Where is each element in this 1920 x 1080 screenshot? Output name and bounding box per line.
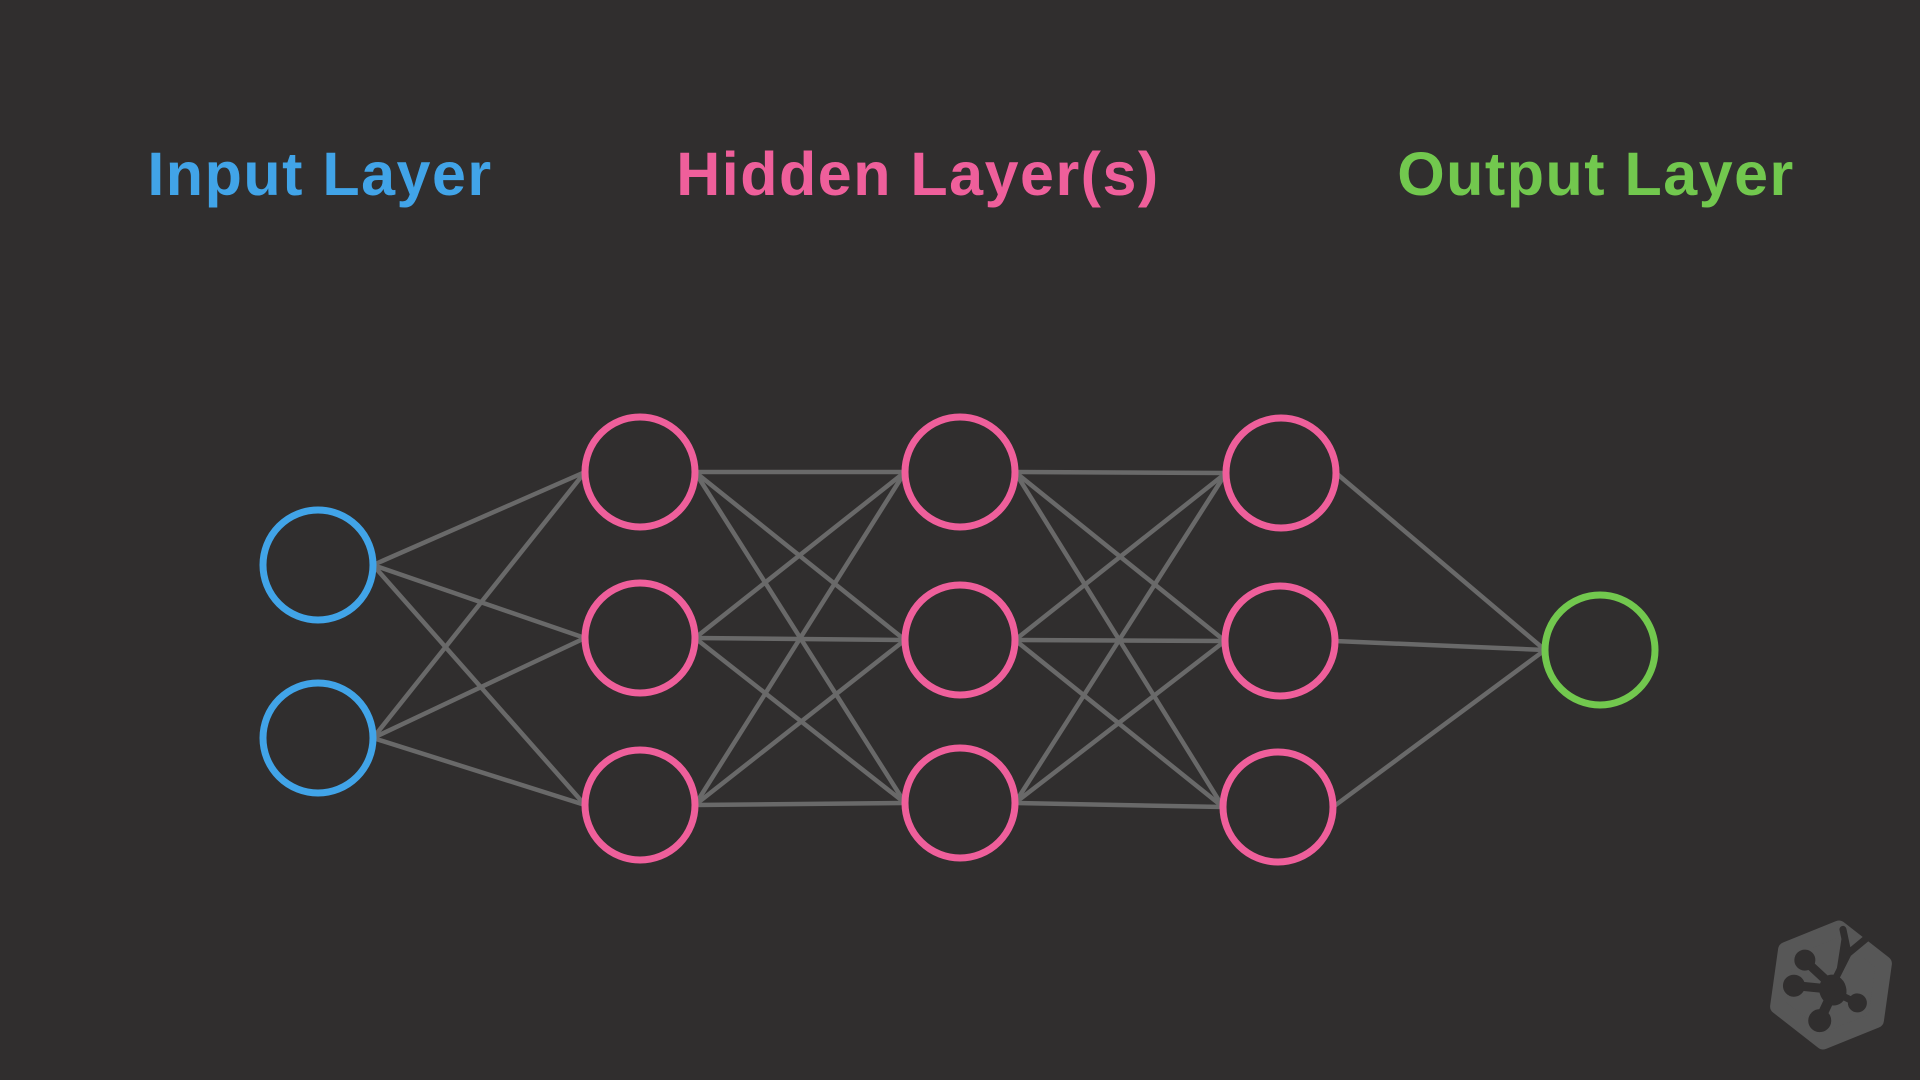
hidden-3-node	[1219, 748, 1337, 866]
edge	[1012, 470, 1229, 643]
input-layer-label: Input Layer	[147, 140, 493, 208]
output-node	[1541, 591, 1659, 709]
hidden-layer-label: Hidden Layer(s)	[676, 140, 1160, 208]
edge	[370, 469, 588, 568]
output-layer-label: Output Layer	[1397, 140, 1795, 208]
edge	[1012, 470, 1229, 806]
edge	[692, 800, 908, 808]
edge	[370, 735, 588, 808]
hidden-1-node	[581, 579, 699, 697]
edge	[692, 469, 908, 641]
edge	[1333, 470, 1548, 653]
input-node	[259, 506, 377, 624]
edge	[370, 635, 588, 741]
edge	[1012, 469, 1229, 476]
hidden-1-node	[581, 746, 699, 864]
input-node	[259, 679, 377, 797]
hidden-3-node	[1222, 414, 1340, 532]
logo-footprint	[1782, 925, 1871, 1033]
edge	[692, 637, 908, 808]
edge	[1330, 647, 1548, 810]
hidden-3-node	[1221, 582, 1339, 700]
hidden-2-node	[901, 413, 1019, 531]
nodes	[259, 413, 1659, 866]
edge	[1332, 638, 1548, 653]
edge	[1012, 638, 1228, 806]
hidden-2-node	[901, 581, 1019, 699]
hidden-2-node	[901, 744, 1019, 862]
edge	[1012, 800, 1226, 810]
edge	[370, 469, 588, 741]
edge	[370, 562, 588, 808]
hexagon-footprint-logo	[1770, 920, 1892, 1050]
connection-lines	[370, 469, 1548, 810]
hidden-1-node	[581, 413, 699, 531]
edge	[692, 469, 908, 808]
